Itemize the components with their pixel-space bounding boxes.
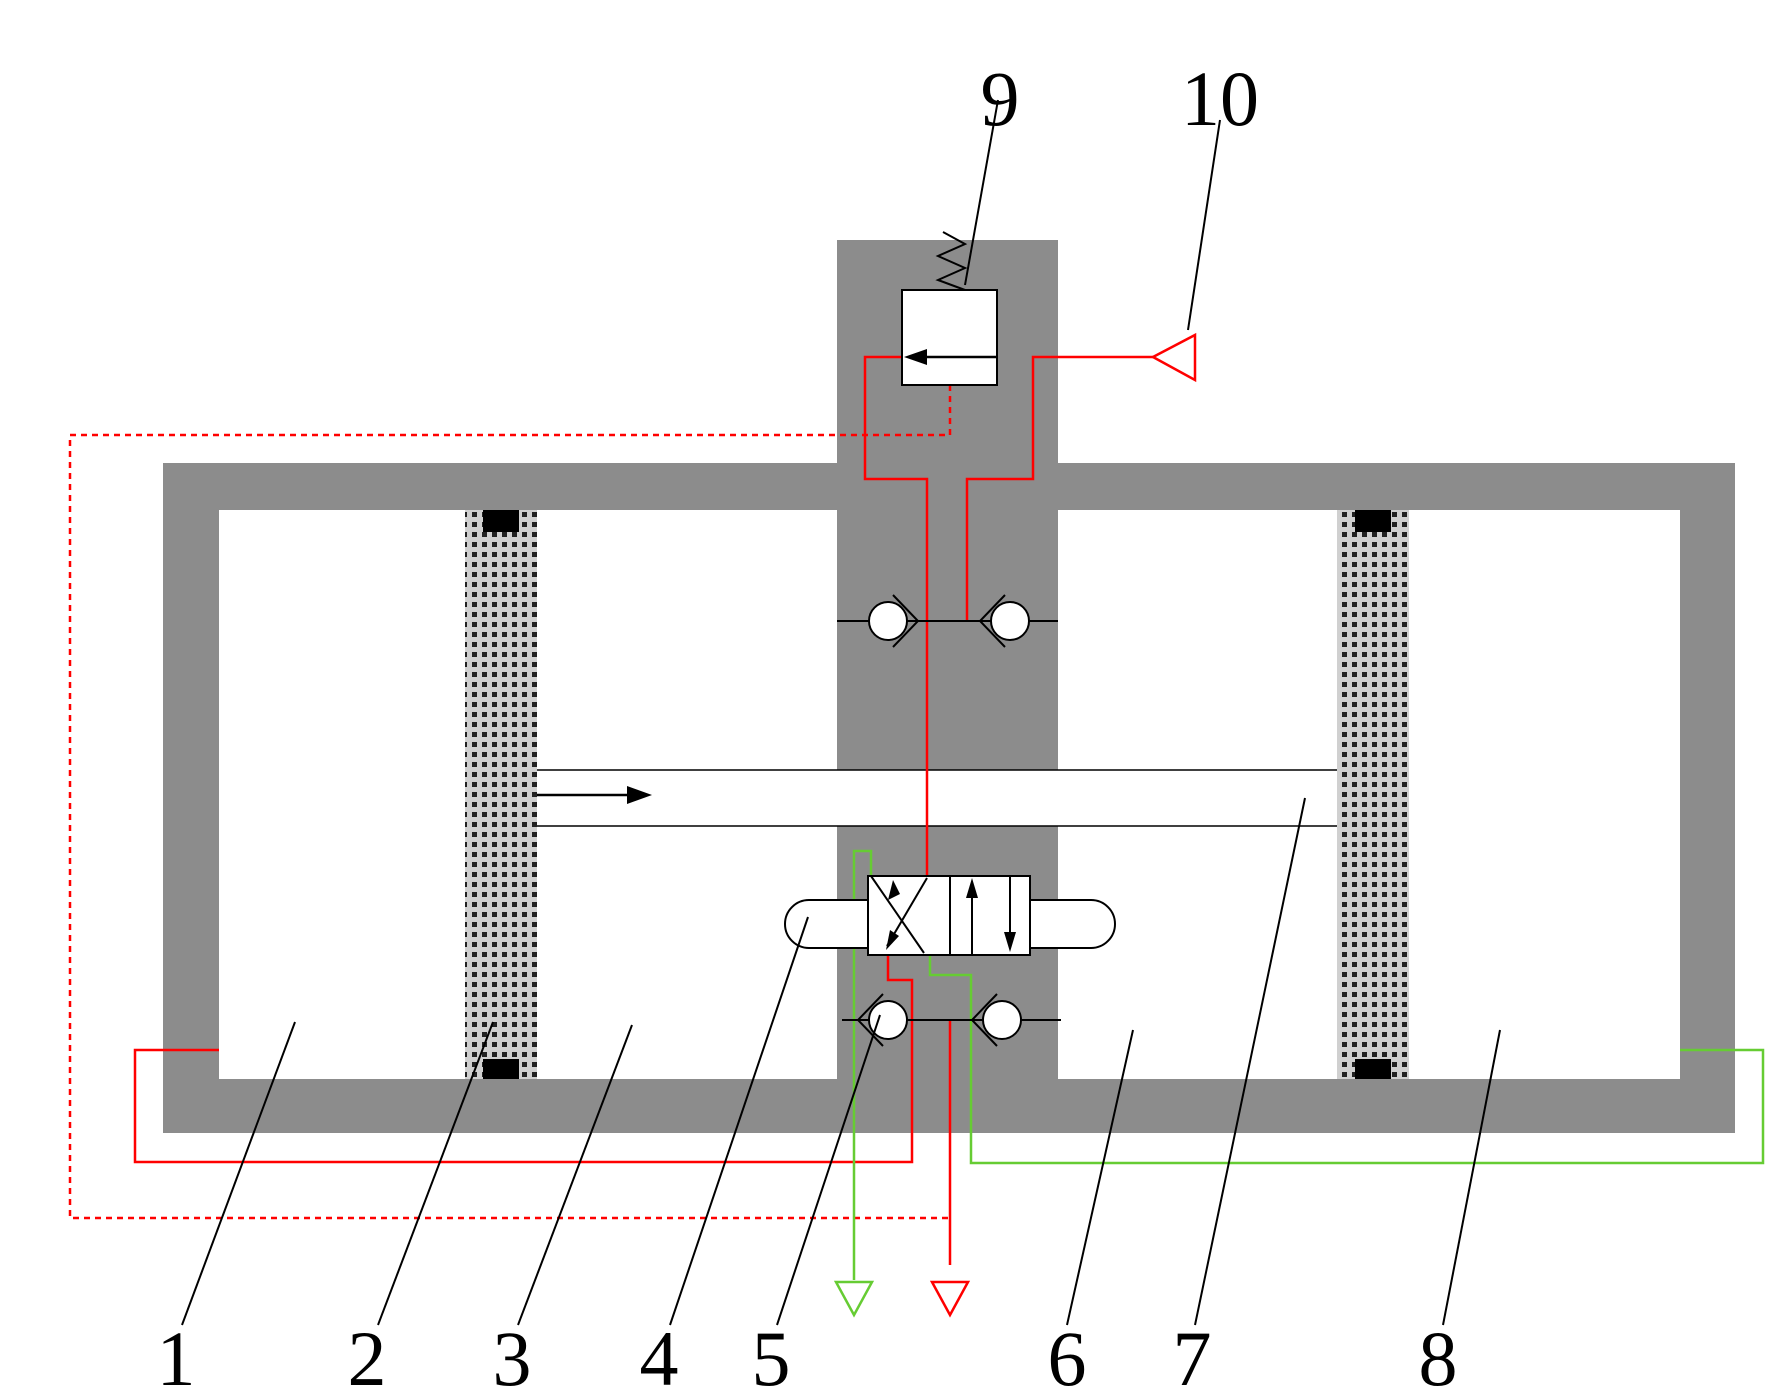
check-valve-icon xyxy=(837,594,1058,648)
label-8: 8 xyxy=(1419,1315,1458,1395)
seal-top-left xyxy=(483,510,519,532)
label-7: 7 xyxy=(1173,1315,1212,1395)
label-9: 9 xyxy=(981,55,1020,142)
triangle-down-icon xyxy=(929,1280,971,1318)
label-2: 2 xyxy=(348,1315,387,1395)
leader-lines xyxy=(181,99,1501,1326)
relief-valve xyxy=(901,231,998,386)
label-3: 3 xyxy=(493,1315,532,1395)
triangle-down-icon xyxy=(833,1280,875,1318)
arrow-right-icon xyxy=(537,786,652,804)
seal-bottom-right xyxy=(1355,1059,1391,1079)
seal-top-right xyxy=(1355,510,1391,532)
return-lines xyxy=(852,849,1765,1280)
label-1: 1 xyxy=(157,1315,196,1395)
piston-left xyxy=(465,510,537,1079)
label-10: 10 xyxy=(1181,55,1259,142)
label-5: 5 xyxy=(752,1315,791,1395)
housing-center-block xyxy=(837,240,1058,1133)
spring-icon xyxy=(935,231,968,291)
label-4: 4 xyxy=(640,1315,679,1395)
check-valve-icon xyxy=(842,993,1061,1047)
piston-rod xyxy=(537,769,1337,827)
directional-valve xyxy=(784,875,1116,956)
triangle-icon xyxy=(1150,332,1197,383)
number-labels: 9 10 1 2 3 4 5 6 7 8 xyxy=(157,55,1458,1395)
seal-bottom-left xyxy=(483,1059,519,1079)
pressure-lines xyxy=(68,355,1153,1265)
piston-right xyxy=(1337,510,1409,1079)
label-6: 6 xyxy=(1048,1315,1087,1395)
piston-rod-body xyxy=(537,770,1337,826)
